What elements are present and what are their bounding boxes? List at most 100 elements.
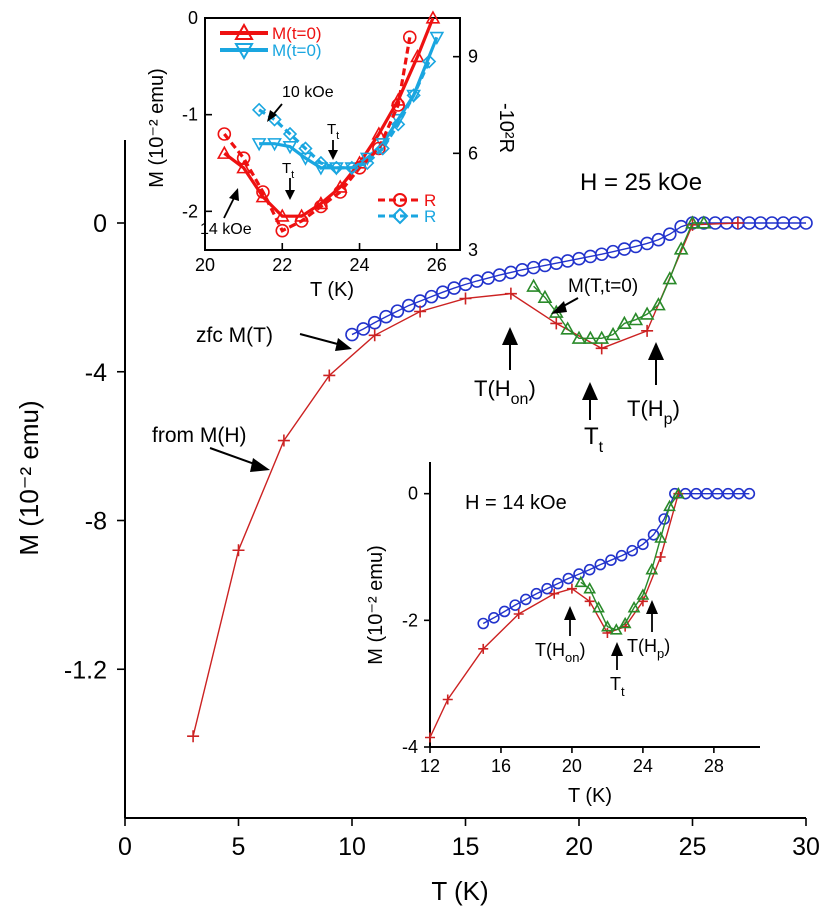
zfc-arrowhead (335, 338, 352, 351)
main-series-1-point-6 (459, 292, 472, 305)
bot-tt-sub: t (621, 684, 625, 699)
hon-label: T(Hon) (474, 376, 536, 408)
inset-top-series-3-point-11 (421, 54, 437, 69)
inset-bottom-series-1-point-7 (602, 628, 613, 638)
legend-blue-label: M(t=0) (272, 41, 322, 60)
main-series-0-point-0 (345, 327, 359, 342)
tt-left-sub: t (291, 169, 294, 181)
hp-text: T(H (627, 396, 664, 421)
inset-top-y-tick-label-2: -2 (182, 201, 198, 221)
inset-bottom-y-label: M (10⁻² emu) (365, 545, 387, 664)
mt0-arrowhead (551, 301, 567, 314)
inset-bottom-series-0-point-6 (541, 582, 553, 595)
inset-bottom-series-1-point-3 (513, 609, 524, 619)
inset-top-10koe-arrowhead (267, 110, 277, 122)
inset-top-x-tick-label-0: 20 (195, 255, 215, 275)
main-series-2-point-12 (662, 271, 678, 285)
tt-arrowhead (582, 382, 598, 400)
main-series-2-point-4 (571, 330, 587, 344)
inset-top-series-1-point-2 (282, 140, 298, 155)
main-series-1-point-3 (323, 369, 336, 382)
inset-bottom-series-1-line (429, 493, 680, 738)
inset-bottom-series-2-point-8 (645, 563, 659, 575)
inset-bottom-series-0-point-3 (509, 599, 521, 611)
inset-bottom-y-tick-label-0: 0 (408, 484, 418, 504)
inset-top-tt-arrowhead-right (328, 150, 338, 160)
inset-top-series-3-point-6 (344, 160, 359, 175)
inset-bottom-x-tick-label-2: 20 (562, 756, 582, 776)
tt-left-text: T (282, 160, 291, 177)
inset-top-y-label: M (10⁻² emu) (146, 68, 168, 187)
main-series-2-point-8 (617, 315, 632, 330)
inset-bottom-series-2-point-3 (601, 620, 614, 632)
hp-subscript: p (664, 411, 673, 428)
inset-bottom-series-0-point-7 (551, 577, 564, 590)
main-series-0-point-28 (662, 227, 677, 241)
inset-bottom-hp-arrowhead (646, 600, 658, 614)
inset-top-series-0-point-3 (274, 208, 290, 222)
main-y-label: M (10⁻² emu) (14, 400, 44, 555)
tt-right-text: T (327, 121, 336, 138)
inset-top-series-0-point-0 (216, 145, 232, 159)
inset-bottom-series-2-point-4 (609, 623, 623, 635)
inset-top-y2-tick-label-1: 6 (468, 143, 478, 163)
inset-top-tt-label-right: Tt (327, 121, 339, 142)
main-series-0-point-27 (651, 232, 666, 247)
inset-top-series-2-point-1 (236, 151, 251, 165)
inset-bottom-series-0-point-14 (626, 544, 639, 557)
inset-top-x-tick-label-2: 24 (350, 255, 370, 275)
inset-bottom-series-0-point-10 (583, 563, 596, 576)
main-series-1-point-10 (641, 324, 654, 337)
inset-bottom-series-1-point-10 (655, 552, 666, 562)
inset-top-series-0-point-11 (425, 10, 441, 24)
inset-top-series-3-point-8 (375, 141, 390, 156)
legend-r-blue-diamond (391, 207, 409, 225)
inset-top-series-2-point-9 (391, 98, 405, 112)
mt0-label: M(T,t=0) (568, 276, 638, 297)
inset-top-series-1-point-3 (298, 152, 313, 166)
inset-bottom-x-tick-label-0: 12 (420, 756, 440, 776)
inset-bottom-series-0-point-1 (488, 611, 500, 624)
main-x-tick-label-1: 5 (232, 833, 246, 861)
hon-paren: ) (528, 376, 535, 401)
main-series-0-point-7 (424, 289, 439, 304)
inset-top-10koe-label: 10 kOe (282, 84, 334, 101)
inset-bottom-series-0-point-13 (615, 549, 628, 562)
inset-bottom-series-2-point-10 (663, 499, 676, 512)
main-series-0-point-5 (401, 298, 416, 313)
inset-top-series-0-point-2 (255, 189, 271, 203)
main-y-tick-label-3: -1.2 (64, 656, 107, 684)
inset-bottom-series-2-point-7 (636, 588, 650, 600)
inset-top-series-3-point-3 (298, 141, 313, 156)
inset-bottom-series-0-point-11 (594, 558, 607, 571)
main-series-1-point-4 (368, 329, 381, 342)
inset-top-series-2-point-3 (275, 223, 290, 238)
main-series-2-point-14 (685, 215, 700, 229)
legend-red-label: M(t=0) (272, 24, 322, 43)
inset-top-series-3-point-10 (406, 88, 421, 103)
inset-top-x-label: T (K) (310, 279, 354, 301)
inset-top-14koe-label: 14 kOe (200, 221, 252, 238)
inset-bottom-x-tick-label-4: 28 (704, 756, 724, 776)
inset-top-series-2-point-0 (217, 127, 232, 141)
main-series-0-point-2 (367, 315, 382, 330)
inset-bottom-series-1-point-9 (637, 596, 648, 607)
legend-blue-triangle (234, 43, 254, 61)
inset-bottom-series-0-point-5 (530, 587, 543, 600)
inset-top-series-1-point-10 (406, 89, 421, 103)
inset-top-y2-label: -10²R (495, 103, 517, 153)
tt-subscript: t (599, 439, 604, 456)
legend-r-red-circle (393, 193, 407, 207)
tt-text: T (584, 423, 599, 450)
inset-top-series (216, 10, 445, 238)
inset-top-series-3-point-7 (360, 155, 375, 171)
inset-top-tt-label-left: Tt (282, 160, 294, 181)
hon-arrowhead (502, 327, 518, 345)
main-series (187, 215, 813, 743)
main-series-0-point-4 (390, 304, 405, 318)
inset-top-14koe-arrowhead (229, 188, 239, 201)
bot-hon-paren: ) (579, 640, 585, 660)
inset-top-y-tick-label-0: 0 (188, 8, 198, 28)
main-series-2-point-3 (560, 321, 576, 335)
